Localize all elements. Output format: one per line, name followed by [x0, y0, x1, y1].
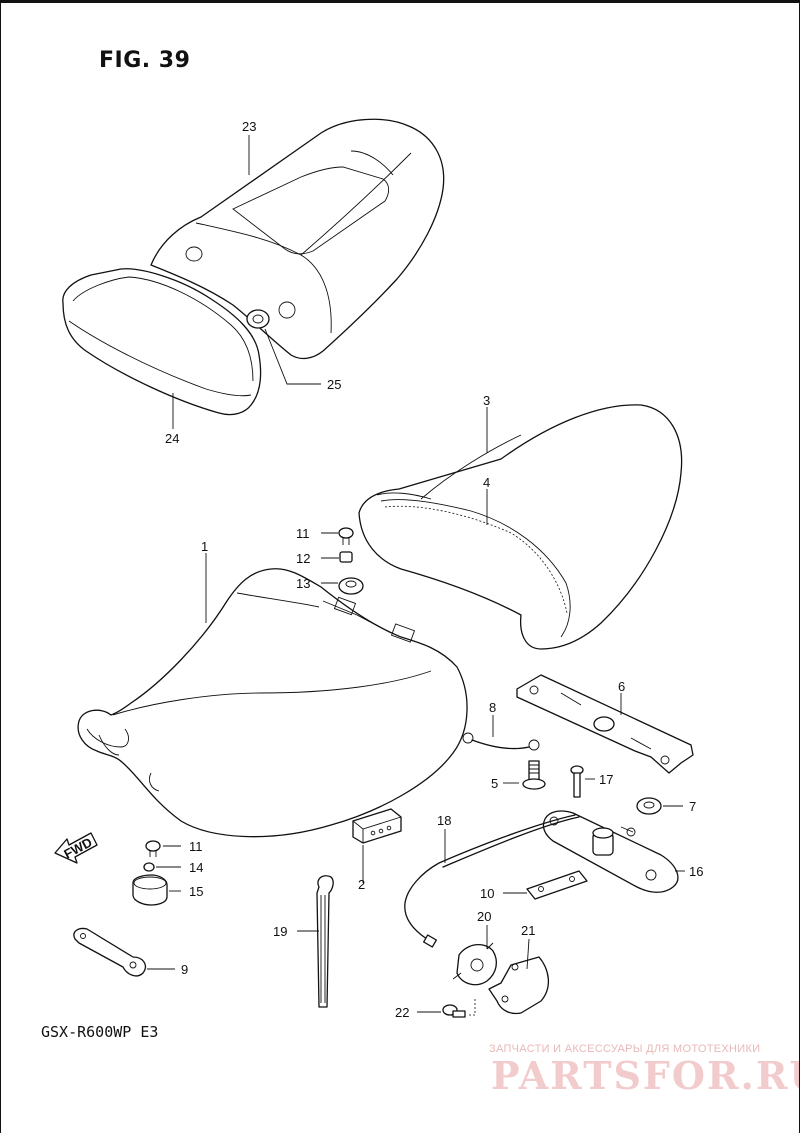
fwd-label: FWD — [61, 834, 94, 861]
watermark-caption: ЗАПЧАСТИ И АКСЕССУАРЫ ДЛЯ МОТОТЕХНИКИ — [489, 1043, 761, 1055]
part-11-screw-b — [145, 840, 161, 857]
callout-18: 18 — [437, 813, 451, 828]
callout-24: 24 — [165, 431, 179, 446]
part-21-lock-bracket — [488, 956, 549, 1015]
callout-9: 9 — [181, 962, 188, 977]
model-code: GSX-R600WP E3 — [41, 1023, 159, 1041]
part-13-cushion — [338, 577, 364, 595]
callout-8: 8 — [489, 700, 496, 715]
callout-21: 21 — [521, 923, 535, 938]
part-12-collar — [339, 551, 353, 563]
callout-16: 16 — [689, 864, 703, 879]
part-11-screw-a — [338, 527, 354, 545]
callout-11-lower: 11 — [189, 839, 203, 854]
part-7-lock-washer — [636, 797, 662, 815]
part-1-front-seat — [77, 568, 468, 838]
watermark-brand: PARTSFOR.RU — [491, 1053, 800, 1098]
callout-10: 10 — [480, 886, 494, 901]
callout-4: 4 — [483, 475, 490, 490]
callout-5: 5 — [491, 776, 498, 791]
callout-13: 13 — [296, 576, 310, 591]
part-25-grommet — [246, 309, 270, 329]
callout-17: 17 — [599, 772, 613, 787]
callout-12: 12 — [296, 551, 310, 566]
part-23-seat-cowl — [150, 118, 445, 360]
figure-title: FIG. 39 — [99, 48, 191, 73]
part-20-lock-cylinder — [452, 942, 498, 986]
part-2-holder — [352, 808, 402, 844]
callout-11-upper: 11 — [296, 526, 310, 541]
part-6-seat-bracket — [516, 674, 694, 774]
part-18-seat-lock-cable — [404, 814, 580, 948]
part-19-cable-tie — [316, 875, 334, 1008]
callout-25: 25 — [327, 377, 341, 392]
callout-6: 6 — [618, 679, 625, 694]
part-17-screw — [570, 765, 584, 798]
callout-15: 15 — [189, 884, 203, 899]
callout-labels: 23 24 25 3 4 1 11 12 13 6 8 5 17 7 16 18… — [165, 119, 703, 1020]
part-9-seat-band — [73, 927, 147, 977]
callout-22: 22 — [395, 1005, 409, 1020]
part-24-rear-seat-pad — [62, 268, 262, 416]
exploded-parts-drawing: FWD — [54, 118, 703, 1020]
callout-19: 19 — [273, 924, 287, 939]
part-22-screw — [442, 999, 476, 1018]
callout-20: 20 — [477, 909, 491, 924]
callout-23: 23 — [242, 119, 256, 134]
callout-3: 3 — [483, 393, 490, 408]
part-3-rear-seat — [358, 404, 683, 650]
callout-2: 2 — [358, 877, 365, 892]
part-8-ground-wire — [462, 732, 540, 751]
part-16-seat-lock — [542, 810, 679, 893]
part-5-bolt — [522, 760, 546, 790]
leader-lines — [147, 135, 685, 1013]
callout-1: 1 — [201, 539, 208, 554]
callout-7: 7 — [689, 799, 696, 814]
callout-14: 14 — [189, 860, 203, 875]
forward-direction-arrow: FWD — [54, 832, 98, 864]
part-14-nut — [143, 862, 155, 872]
part-15-cushion — [132, 874, 168, 906]
part-10-plate — [526, 870, 588, 900]
